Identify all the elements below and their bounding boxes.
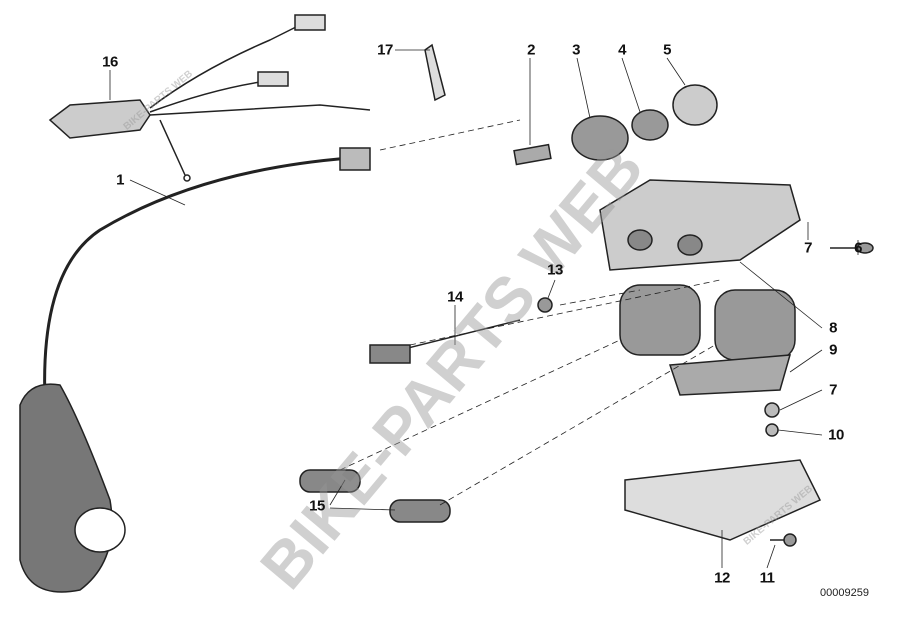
cover-plate-12 <box>624 459 822 547</box>
callout-lines <box>109 49 859 569</box>
callout-11[interactable]: 11 <box>759 569 775 587</box>
callout-16[interactable]: 16 <box>102 53 118 71</box>
ignition-coils <box>619 284 796 437</box>
callout-14[interactable]: 14 <box>447 288 463 306</box>
speedometer-cable-1 <box>19 147 371 593</box>
leads-13-15 <box>299 297 553 523</box>
callout-9[interactable]: 9 <box>829 341 837 359</box>
callout-7-lower[interactable]: 7 <box>829 381 837 399</box>
callout-13[interactable]: 13 <box>547 261 563 279</box>
bracket-8 <box>599 179 874 271</box>
callout-17[interactable]: 17 <box>377 41 393 59</box>
drawing-number: 00009259 <box>820 587 869 599</box>
callout-1[interactable]: 1 <box>116 171 124 189</box>
callout-6[interactable]: 6 <box>854 239 862 257</box>
callout-15[interactable]: 15 <box>309 497 325 515</box>
callout-2[interactable]: 2 <box>527 41 535 59</box>
callout-7[interactable]: 7 <box>804 239 812 257</box>
wiring-harness-16 <box>48 14 371 182</box>
callout-4[interactable]: 4 <box>618 41 626 59</box>
callout-8[interactable]: 8 <box>829 319 837 337</box>
callout-12[interactable]: 12 <box>714 569 730 587</box>
callout-10[interactable]: 10 <box>828 426 844 444</box>
fittings-2-5 <box>424 43 718 166</box>
callout-5[interactable]: 5 <box>663 41 671 59</box>
callout-3[interactable]: 3 <box>572 41 580 59</box>
leader-lines <box>339 119 721 506</box>
